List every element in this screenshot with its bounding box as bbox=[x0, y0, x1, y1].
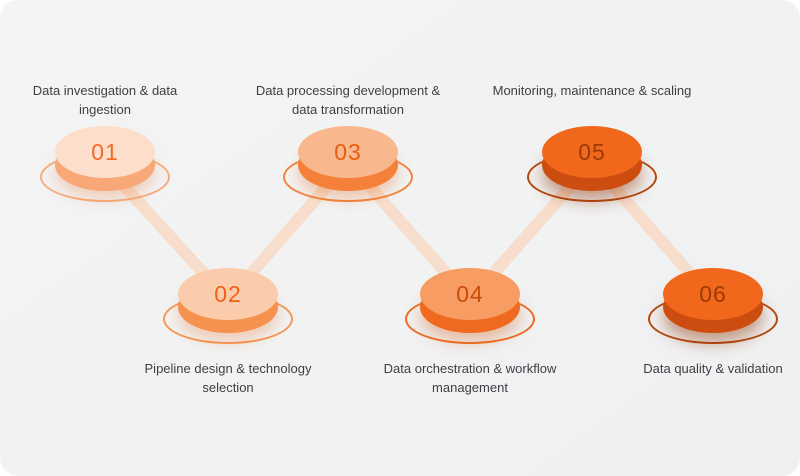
step-02-number: 02 bbox=[214, 280, 242, 307]
step-06-disc: 06 bbox=[648, 268, 778, 344]
step-05-label: Monitoring, maintenance & scaling bbox=[492, 83, 692, 98]
step-05-number: 05 bbox=[578, 138, 606, 165]
step-03-disc-top: 03 bbox=[298, 126, 398, 178]
step-04-disc: 04 bbox=[405, 268, 535, 344]
step-01-disc-top: 01 bbox=[55, 126, 155, 178]
step-02-label: Pipeline design & technology selection bbox=[144, 361, 312, 395]
step-06-label: Data quality & validation bbox=[643, 361, 783, 376]
step-01-number: 01 bbox=[91, 138, 119, 165]
step-01-disc: 01 bbox=[40, 126, 170, 202]
step-06-disc-top: 06 bbox=[663, 268, 763, 320]
step-05-disc-top: 05 bbox=[542, 126, 642, 178]
step-04-label: Data orchestration & workflow management bbox=[383, 361, 557, 395]
step-02-disc-top: 02 bbox=[178, 268, 278, 320]
step-03-number: 03 bbox=[334, 138, 362, 165]
step-06-number: 06 bbox=[699, 280, 727, 307]
step-03-label: Data processing development & data trans… bbox=[255, 83, 441, 117]
step-04-number: 04 bbox=[456, 280, 484, 307]
step-05-disc: 05 bbox=[527, 126, 657, 202]
step-01-label: Data investigation & data ingestion bbox=[32, 83, 178, 117]
step-03-disc: 03 bbox=[283, 126, 413, 202]
step-02-disc: 02 bbox=[163, 268, 293, 344]
step-04-disc-top: 04 bbox=[420, 268, 520, 320]
